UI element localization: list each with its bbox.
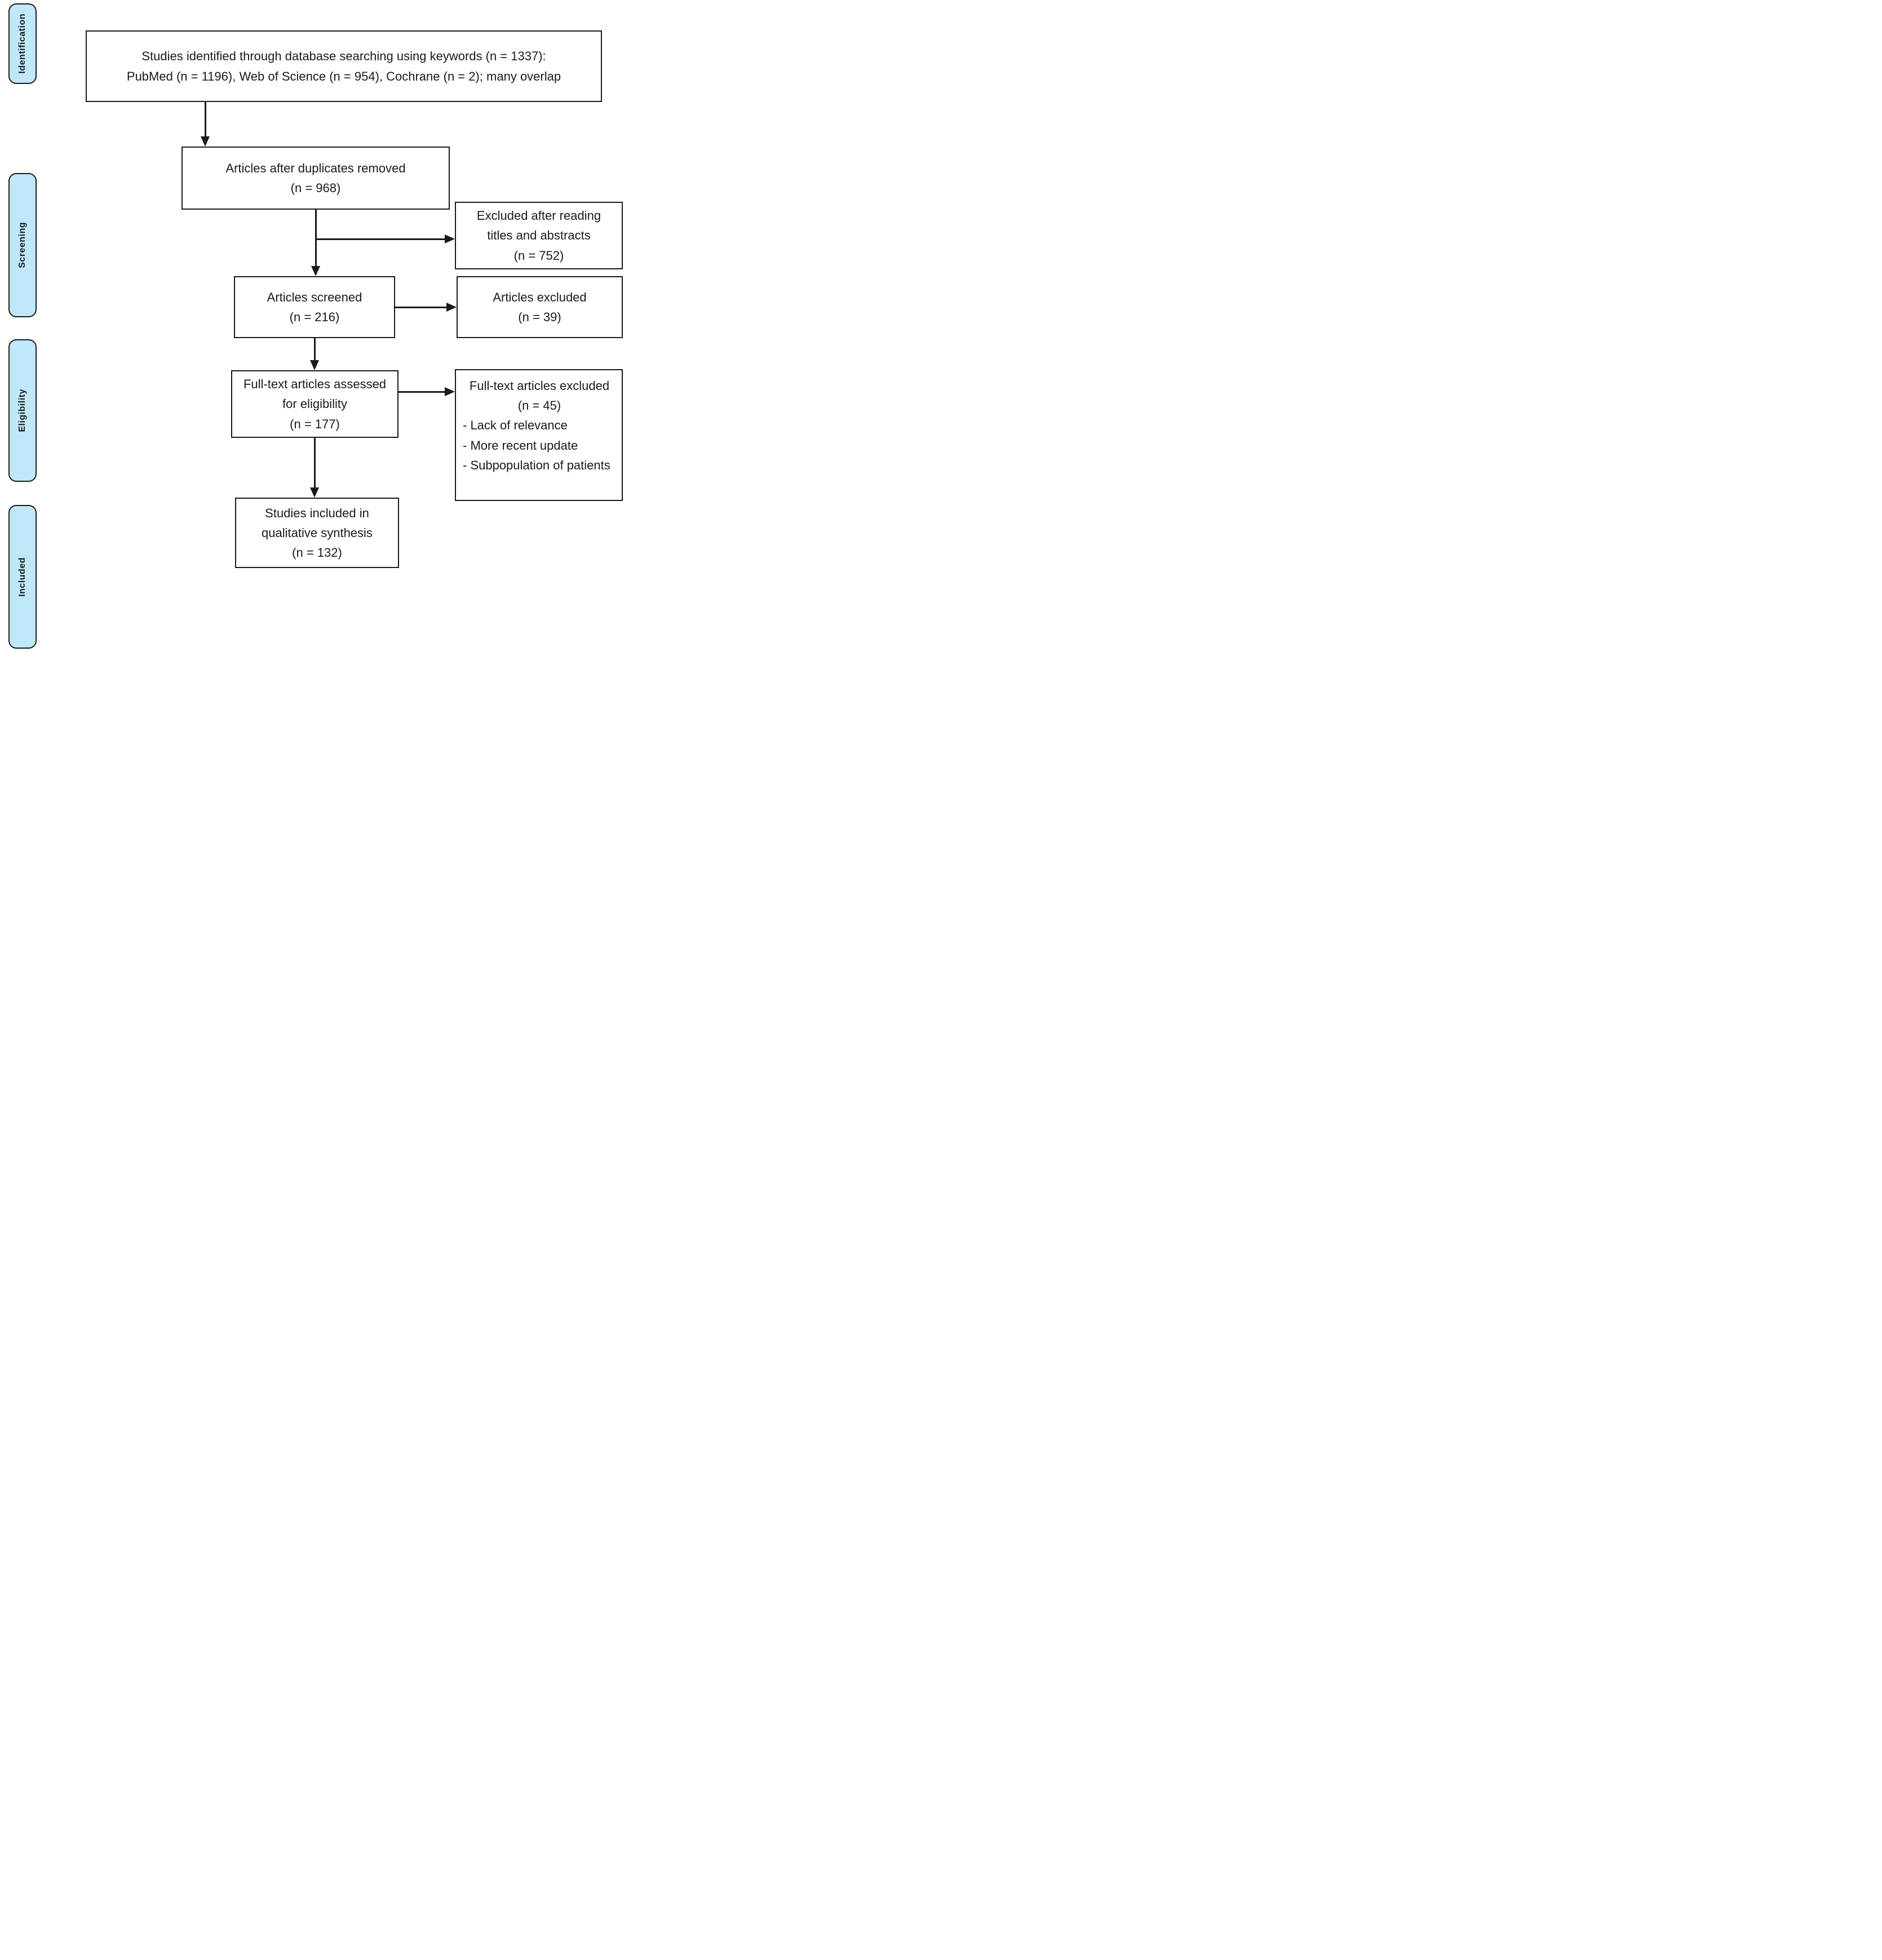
stage-identification: Identification	[8, 3, 37, 84]
stage-screening-label: Screening	[17, 222, 27, 268]
fulltext-assessed-line1: Full-text articles assessed	[243, 377, 387, 392]
excluded-titles-line1: Excluded after reading	[476, 209, 601, 223]
stage-included-label: Included	[17, 557, 27, 597]
identified-box-line2: PubMed (n = 1196), Web of Science (n = 9…	[126, 69, 561, 83]
articles-excluded-line1: Articles excluded	[493, 290, 587, 304]
fulltext-excluded-reason-2: - More recent update	[463, 438, 578, 453]
arrow-branch-to-excluded-titles-head	[445, 234, 455, 243]
prisma-flow-diagram: Identification Screening Eligibility Inc…	[0, 0, 627, 653]
arrow-screened-to-fulltext-line	[314, 338, 316, 361]
excluded-titles-line2: titles and abstracts	[487, 228, 591, 243]
arrow-screened-to-fulltext-head	[310, 360, 319, 370]
arrow-screened-to-excluded-line	[395, 307, 446, 308]
screened-count: (n = 216)	[289, 310, 340, 324]
screened-box: Articles screened (n = 216)	[234, 276, 395, 338]
arrow-duplicates-to-screened-line	[315, 210, 317, 267]
stage-eligibility-label: Eligibility	[17, 389, 27, 432]
included-line1: Studies included in	[265, 505, 369, 520]
fulltext-excluded-reason-3: - Subpopulation of patients	[463, 458, 610, 472]
arrow-identified-to-duplicates-head	[201, 136, 210, 147]
fulltext-assessed-count: (n = 177)	[290, 416, 340, 431]
fulltext-excluded-line1: Full-text articles excluded	[469, 379, 610, 393]
stage-eligibility: Eligibility	[8, 339, 37, 482]
arrow-fulltext-to-included-head	[310, 487, 319, 498]
stage-screening: Screening	[8, 173, 37, 317]
articles-excluded-box: Articles excluded (n = 39)	[457, 276, 623, 338]
duplicates-removed-line1: Articles after duplicates removed	[225, 161, 406, 175]
duplicates-removed-count: (n = 968)	[290, 181, 341, 195]
arrow-branch-to-excluded-titles-line	[315, 238, 445, 240]
duplicates-removed-box: Articles after duplicates removed (n = 9…	[181, 147, 450, 210]
stage-included: Included	[8, 505, 37, 649]
arrow-duplicates-to-screened-head	[311, 266, 320, 276]
fulltext-excluded-box: Full-text articles excluded (n = 45) - L…	[455, 369, 623, 501]
identified-box-line1: Studies identified through database sear…	[141, 49, 546, 64]
arrow-identified-to-duplicates-line	[205, 102, 206, 137]
arrow-fulltext-to-included-line	[314, 438, 316, 488]
excluded-titles-count: (n = 752)	[513, 248, 564, 263]
fulltext-excluded-reason-1: - Lack of relevance	[463, 418, 568, 433]
screened-line1: Articles screened	[267, 290, 362, 304]
arrow-fulltext-to-excluded-head	[445, 387, 455, 396]
articles-excluded-count: (n = 39)	[518, 310, 561, 324]
fulltext-assessed-box: Full-text articles assessed for eligibil…	[231, 370, 398, 438]
stage-identification-label: Identification	[17, 14, 27, 74]
included-line2: qualitative synthesis	[262, 525, 373, 540]
fulltext-assessed-line2: for eligibility	[282, 397, 347, 411]
included-box: Studies included in qualitative synthesi…	[235, 498, 399, 568]
fulltext-excluded-count: (n = 45)	[517, 398, 561, 413]
arrow-screened-to-excluded-head	[446, 303, 457, 312]
included-count: (n = 132)	[292, 546, 342, 560]
identified-box: Studies identified through database sear…	[86, 30, 602, 102]
arrow-fulltext-to-excluded-line	[398, 391, 450, 393]
excluded-titles-box: Excluded after reading titles and abstra…	[455, 202, 623, 269]
